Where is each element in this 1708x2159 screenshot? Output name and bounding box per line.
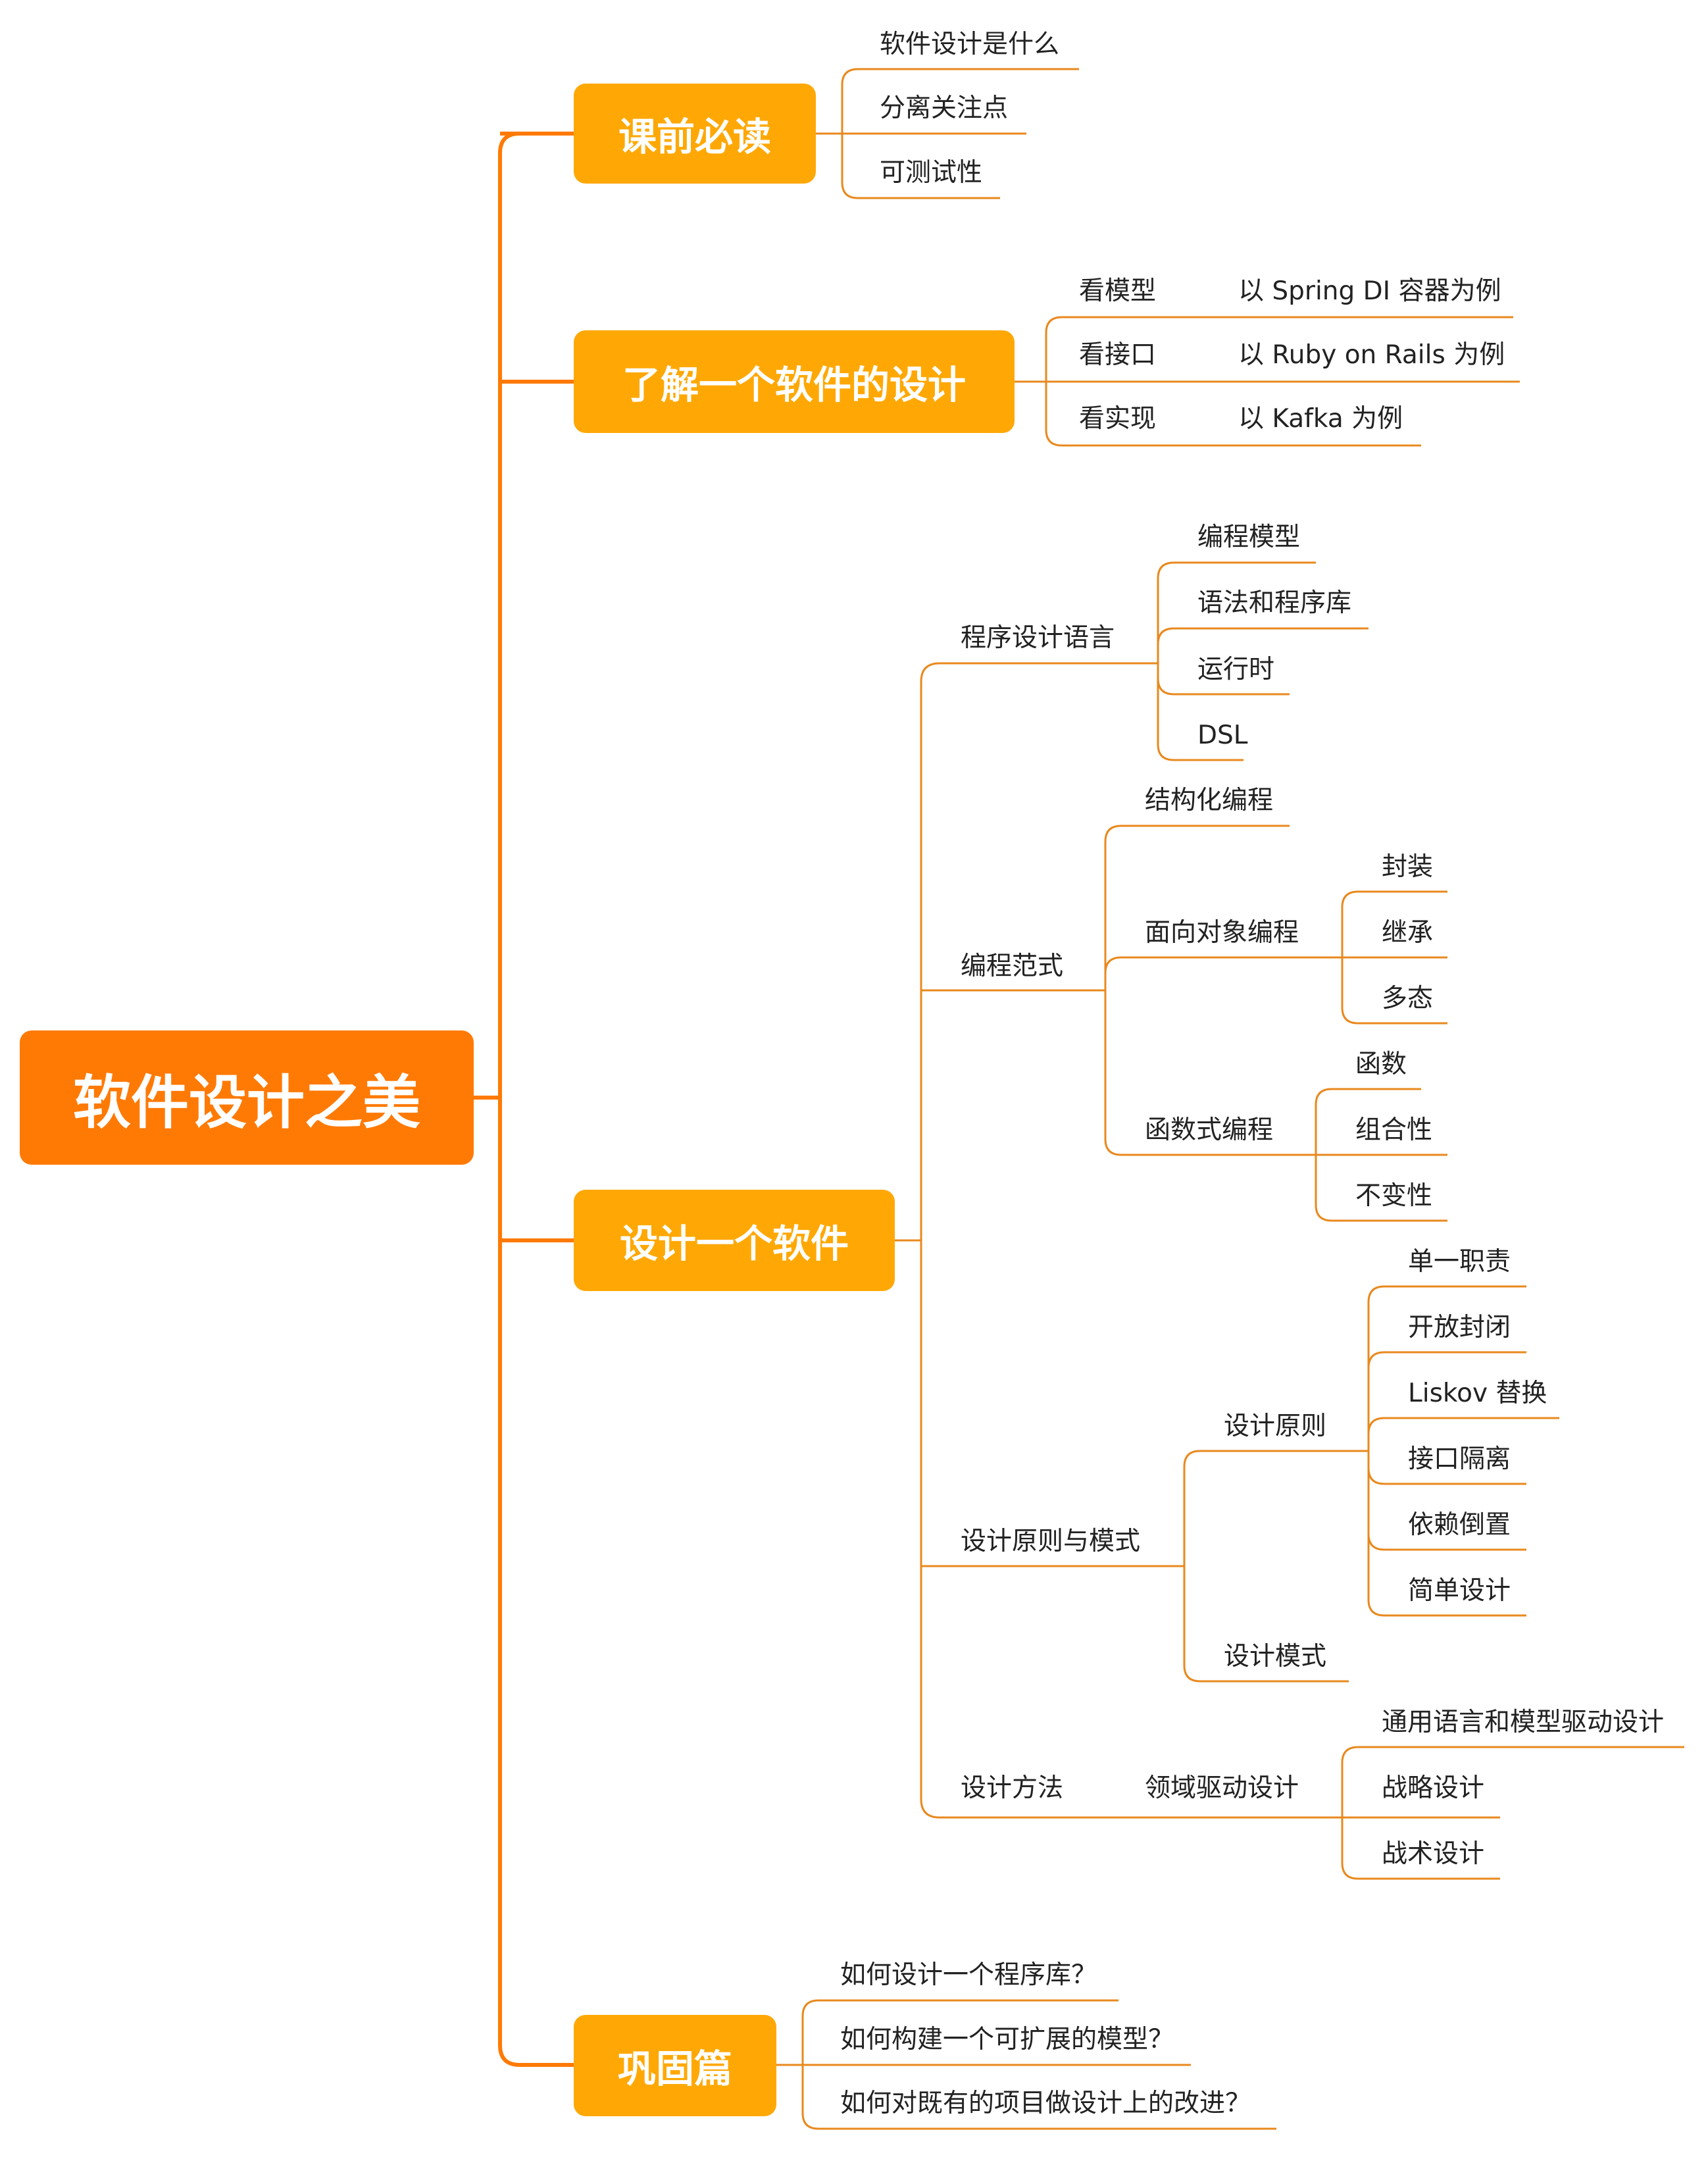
oop-edge-0: [1341, 890, 1447, 957]
leaf-implementation-example[interactable]: 以 Kafka 为例: [1238, 404, 1403, 434]
leaf-dsl[interactable]: DSL: [1197, 721, 1248, 750]
leaf-tactical-design[interactable]: 战术设计: [1382, 1839, 1485, 1869]
principles-edge-2: [1367, 1417, 1559, 1451]
fp-edge-0: [1315, 1088, 1421, 1155]
paradigm-edge-0: [1104, 825, 1290, 990]
leaf-what-is-software-design[interactable]: 软件设计是什么: [880, 30, 1060, 59]
leaf-composability[interactable]: 组合性: [1355, 1115, 1433, 1145]
lang-edge-1: [1157, 627, 1369, 663]
leaf-functional[interactable]: 函数式编程: [1145, 1115, 1274, 1145]
paradigm-edge-2: [1104, 990, 1316, 1156]
main-connectors: [474, 132, 574, 2067]
leaf-model-example[interactable]: 以 Spring DI 容器为例: [1238, 276, 1501, 306]
b2-edge-0: [1045, 316, 1513, 382]
b1-edge-0: [841, 68, 1079, 134]
leaf-ocp[interactable]: 开放封闭: [1408, 1313, 1511, 1342]
b4-edge-0: [801, 1999, 1118, 2065]
pp-edge-1: [1183, 1566, 1349, 1683]
leaf-function[interactable]: 函数: [1355, 1050, 1407, 1079]
leaf-improve-existing[interactable]: 如何对既有的项目做设计上的改进？: [840, 2089, 1251, 2118]
branch-consolidation[interactable]: 巩固篇: [574, 2015, 776, 2116]
leaf-principles-patterns[interactable]: 设计原则与模式: [961, 1527, 1141, 1556]
fp-edge-2: [1315, 1155, 1447, 1222]
leaf-design-principles[interactable]: 设计原则: [1224, 1411, 1327, 1441]
leaf-oop[interactable]: 面向对象编程: [1145, 918, 1299, 948]
lang-edge-0: [1157, 561, 1316, 663]
leaf-strategic-design[interactable]: 战略设计: [1382, 1773, 1485, 1803]
leaf-programming-model[interactable]: 编程模型: [1197, 522, 1301, 552]
leaf-isp[interactable]: 接口隔离: [1408, 1444, 1511, 1474]
leaf-encapsulation[interactable]: 封装: [1382, 852, 1434, 882]
oop-edge-2: [1341, 957, 1447, 1025]
b2-edge-2: [1045, 382, 1421, 447]
leaf-implementation[interactable]: 看实现: [1079, 404, 1157, 434]
leaf-interface[interactable]: 看接口: [1079, 340, 1157, 370]
lang-edge-3: [1157, 663, 1243, 761]
leaf-design-patterns[interactable]: 设计模式: [1224, 1642, 1327, 1671]
leaf-lsp[interactable]: Liskov 替换: [1408, 1379, 1547, 1408]
principles-edge-1: [1367, 1351, 1526, 1451]
leaf-runtime[interactable]: 运行时: [1197, 655, 1275, 684]
ddd-edge-0: [1341, 1746, 1684, 1817]
leaf-ubiquitous-language[interactable]: 通用语言和模型驱动设计: [1382, 1708, 1665, 1737]
branch-design-software[interactable]: 设计一个软件: [574, 1190, 895, 1291]
principles-edge-0: [1367, 1285, 1526, 1451]
b4-edge-2: [801, 2065, 1276, 2130]
sub-connectors: [776, 68, 1684, 2130]
paradigm-edge-1: [1104, 956, 1342, 990]
leaf-separation-of-concerns[interactable]: 分离关注点: [880, 93, 1009, 123]
leaf-paradigm[interactable]: 编程范式: [961, 952, 1064, 981]
branch-understand-design[interactable]: 了解一个软件的设计: [574, 330, 1015, 433]
b1-edge-2: [841, 134, 1000, 199]
leaf-simple-design[interactable]: 简单设计: [1408, 1576, 1511, 1606]
leaf-inheritance[interactable]: 继承: [1382, 918, 1434, 948]
leaf-immutability[interactable]: 不变性: [1355, 1181, 1433, 1211]
root-node[interactable]: 软件设计之美: [20, 1030, 474, 1165]
leaf-programming-language[interactable]: 程序设计语言: [961, 623, 1115, 653]
leaf-model[interactable]: 看模型: [1079, 276, 1157, 306]
branch-prereading[interactable]: 课前必读: [574, 84, 816, 184]
ddd-edge-2: [1341, 1817, 1500, 1880]
pp-edge-0: [1183, 1450, 1369, 1566]
principles-edge-5: [1367, 1451, 1526, 1617]
leaf-extensible-model[interactable]: 如何构建一个可扩展的模型？: [840, 2025, 1174, 2054]
leaf-ddd[interactable]: 领域驱动设计: [1145, 1773, 1299, 1803]
leaf-polymorphism[interactable]: 多态: [1382, 984, 1434, 1013]
leaf-srp[interactable]: 单一职责: [1408, 1247, 1511, 1277]
leaf-design-library[interactable]: 如何设计一个程序库？: [840, 1960, 1097, 1990]
leaf-interface-example[interactable]: 以 Ruby on Rails 为例: [1238, 340, 1505, 370]
trunk: [498, 132, 520, 2067]
b3-spine: [920, 662, 940, 1819]
leaf-syntax-library[interactable]: 语法和程序库: [1197, 588, 1352, 618]
leaf-dip[interactable]: 依赖倒置: [1408, 1510, 1511, 1540]
leaf-design-method[interactable]: 设计方法: [961, 1773, 1064, 1803]
leaf-testability[interactable]: 可测试性: [880, 158, 983, 188]
leaf-structured[interactable]: 结构化编程: [1145, 786, 1274, 815]
